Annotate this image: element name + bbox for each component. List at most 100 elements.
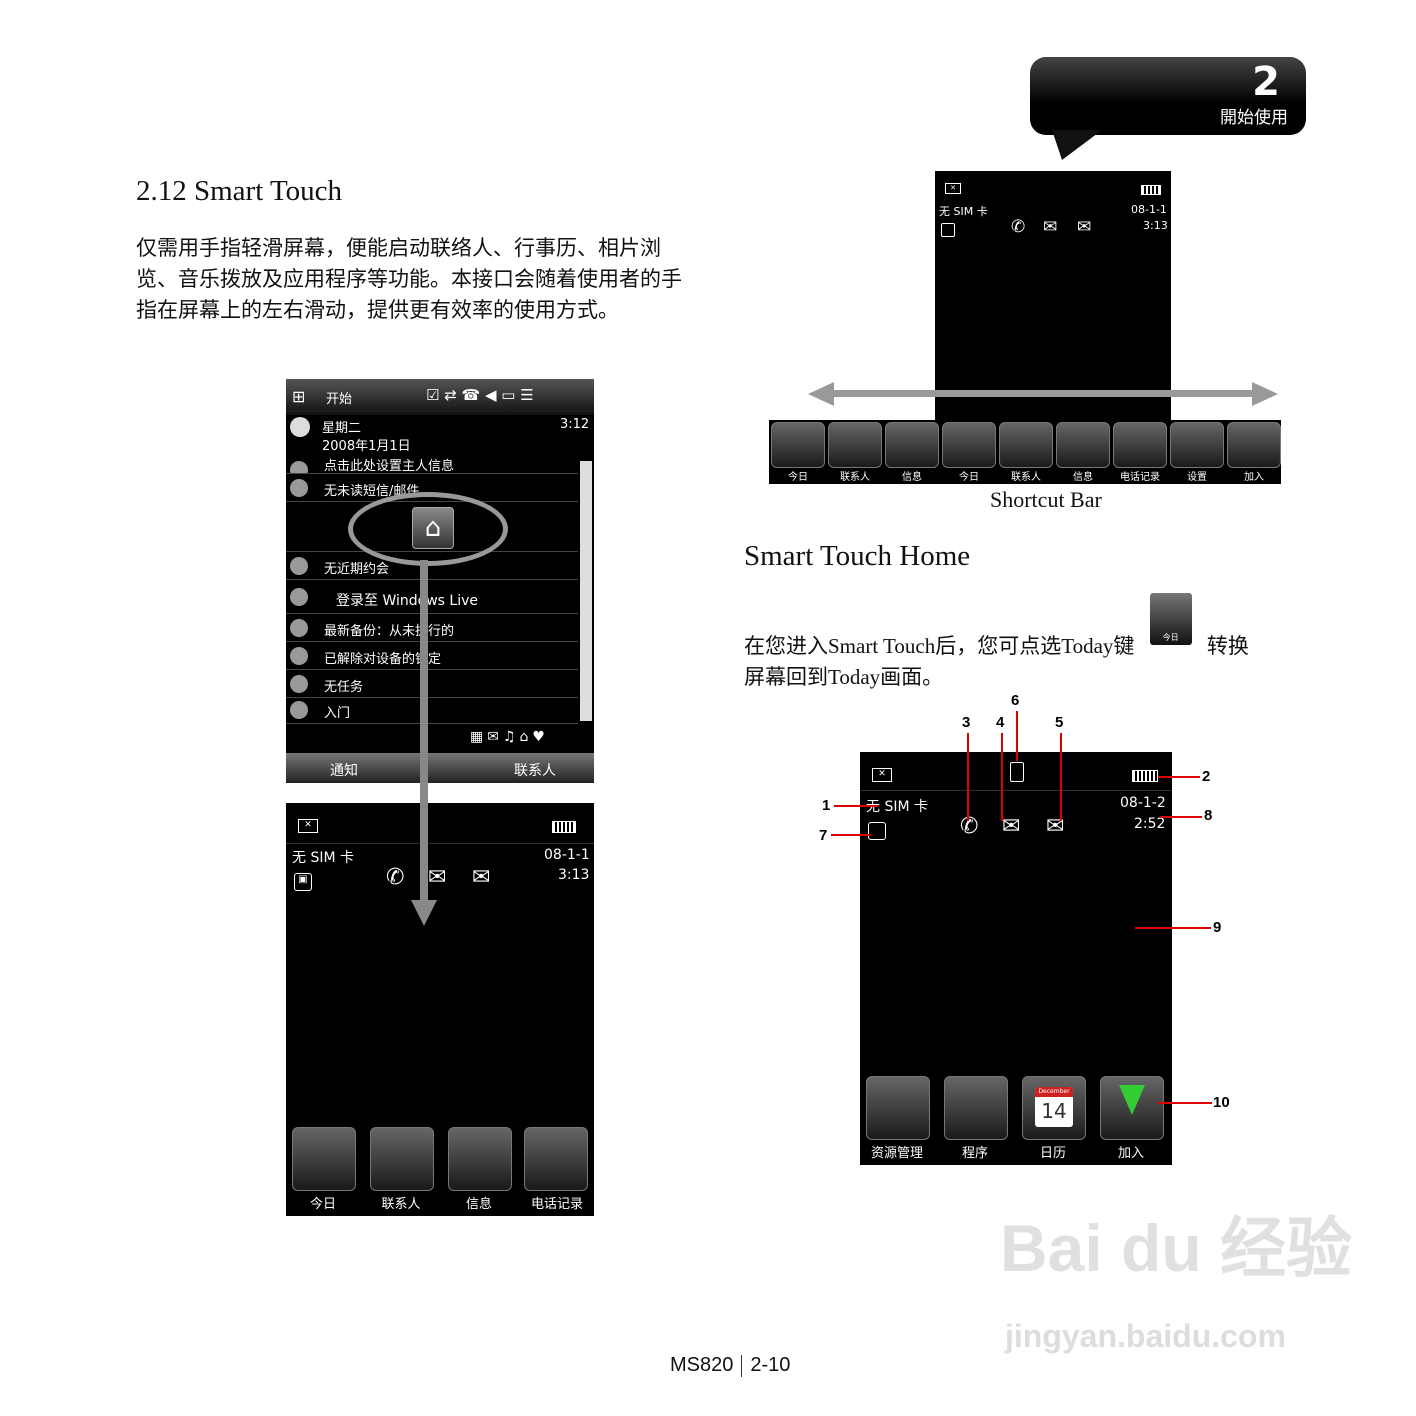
download-icon — [1119, 1085, 1145, 1115]
home-title: Smart Touch Home — [744, 540, 971, 572]
callout-line — [831, 834, 871, 836]
email-icon[interactable]: ✉ — [472, 865, 491, 890]
swipe-arrow-shaft — [830, 390, 1256, 397]
watermark-logo: Bai du 经验 — [1000, 1211, 1353, 1285]
missed-call-icon[interactable]: ✆ — [960, 814, 979, 839]
calendar-month: December — [1035, 1087, 1073, 1097]
bar-tile-contacts[interactable] — [999, 422, 1053, 468]
home-para-b: 转换 — [1206, 634, 1249, 658]
footer-separator — [741, 1354, 743, 1377]
message-icon[interactable]: ✉ — [1043, 217, 1058, 237]
tray-icons[interactable]: ▦✉♫⌂♥ — [470, 729, 549, 745]
calendar-day: 14 — [1041, 1099, 1067, 1123]
tile-messages[interactable] — [448, 1127, 512, 1191]
tile-label: 资源管理 — [870, 1146, 923, 1161]
battery-icon — [552, 821, 576, 833]
date: 08-1-1 — [1131, 203, 1167, 216]
today-time: 3:12 — [560, 417, 590, 432]
bar-tile-call-log[interactable] — [1113, 422, 1167, 468]
model-name: MS820 — [670, 1354, 734, 1376]
bar-label: 信息 — [902, 472, 922, 483]
swipe-arrow-left-head — [808, 382, 834, 406]
callout-9: 9 — [1213, 919, 1222, 936]
list-item[interactable]: 最新备份：从未执行的 — [286, 615, 578, 642]
sim-status: 无 SIM 卡 — [292, 850, 354, 866]
callout-1: 1 — [822, 797, 831, 814]
tile-contacts[interactable] — [370, 1127, 434, 1191]
highlight-ellipse — [348, 492, 508, 566]
bar-tile-settings[interactable] — [1170, 422, 1224, 468]
chapter-number: 2 — [1252, 59, 1280, 105]
no-sim-status-icon: ✕ — [945, 183, 961, 194]
page-number: 2-10 — [750, 1354, 791, 1376]
missed-call-icon[interactable]: ✆ — [1011, 217, 1026, 237]
bar-label: 今日 — [788, 472, 808, 483]
clock-icon — [290, 417, 310, 437]
message-icon[interactable]: ✉ — [428, 865, 447, 890]
softkey-bar: 通知 联系人 — [286, 753, 594, 783]
date: 08-1-2 — [1120, 795, 1166, 811]
list-item[interactable]: 无近期约会 — [286, 553, 578, 580]
softkey-right[interactable]: 联系人 — [514, 763, 556, 779]
bar-tile-contacts[interactable] — [828, 422, 882, 468]
no-sim-status-icon: ✕ — [872, 768, 892, 782]
tile-file-explorer[interactable] — [866, 1076, 930, 1140]
today-key-label: 今日 — [1162, 633, 1179, 642]
today-date: 2008年1月1日 — [322, 439, 411, 454]
email-icon[interactable]: ✉ — [1077, 217, 1092, 237]
callout-7: 7 — [819, 827, 828, 844]
bar-label: 联系人 — [840, 472, 870, 483]
message-icon[interactable]: ✉ — [1002, 814, 1021, 839]
softkey-left[interactable]: 通知 — [330, 763, 358, 779]
tile-call-log[interactable] — [524, 1127, 588, 1191]
callout-line — [1158, 1102, 1212, 1104]
list-item[interactable]: 入门 — [286, 697, 578, 724]
callout-2: 2 — [1202, 768, 1211, 785]
tile-label: 联系人 — [381, 1197, 421, 1212]
lock-icon[interactable] — [941, 223, 955, 237]
tile-label: 电话记录 — [530, 1197, 583, 1212]
email-icon[interactable]: ✉ — [1046, 814, 1065, 839]
tile-today[interactable] — [292, 1127, 356, 1191]
tile-label: 程序 — [961, 1146, 988, 1161]
section-title: 2.12 Smart Touch — [136, 175, 343, 207]
windows-start-icon[interactable]: ⊞ — [292, 387, 306, 406]
calendar-icon: December 14 — [1035, 1087, 1073, 1127]
list-item[interactable]: 无任务 — [286, 671, 578, 698]
callout-line — [1001, 733, 1003, 821]
bar-tile-today[interactable] — [771, 422, 825, 468]
time: 2:52 — [1134, 816, 1166, 832]
vibrate-icon — [1010, 762, 1024, 782]
time: 3:13 — [558, 867, 590, 883]
callout-line — [1060, 733, 1062, 821]
tile-add[interactable] — [1100, 1076, 1164, 1140]
bar-tile-today[interactable] — [942, 422, 996, 468]
bar-tile-messages[interactable] — [885, 422, 939, 468]
getting-started-icon — [290, 701, 308, 719]
callout-line — [834, 805, 878, 807]
smart-touch-screen: ✕ 无 SIM 卡 08-1-1 3:13 ▣ ✆ ✉ ✉ 今日 联系人 信息 … — [286, 803, 594, 1216]
bar-label: 联系人 — [1011, 472, 1041, 483]
page-footer: MS820 2-10 — [670, 1354, 790, 1377]
callout-line — [1016, 711, 1018, 761]
battery-icon — [1132, 770, 1158, 782]
bar-label: 信息 — [1073, 472, 1093, 483]
bar-tile-messages[interactable] — [1056, 422, 1110, 468]
lock-icon[interactable]: ▣ — [294, 873, 312, 891]
status-icons: ☑ ⇄ ☎ ◀ ▭ ☰ — [426, 386, 534, 404]
list-item[interactable]: 已解除对设备的锁定 — [286, 643, 578, 670]
badge-tail — [1052, 130, 1102, 160]
missed-call-icon[interactable]: ✆ — [386, 865, 405, 890]
lock-icon[interactable] — [868, 822, 886, 840]
start-label[interactable]: 开始 — [326, 392, 353, 407]
scrollbar[interactable] — [580, 461, 592, 721]
tile-calendar[interactable]: December 14 — [1022, 1076, 1086, 1140]
tile-programs[interactable] — [944, 1076, 1008, 1140]
list-item[interactable]: 登录至 Windows Live — [286, 581, 578, 614]
callout-5: 5 — [1055, 714, 1064, 731]
chapter-badge: 2 開始使用 — [1030, 57, 1306, 135]
home-para-a: 在您进入Smart Touch后，您可点选Today键 — [744, 634, 1135, 658]
list-item[interactable]: 点击此处设置主人信息 — [286, 457, 578, 474]
bar-tile-add[interactable] — [1227, 422, 1281, 468]
down-arrow-shaft — [420, 560, 428, 905]
